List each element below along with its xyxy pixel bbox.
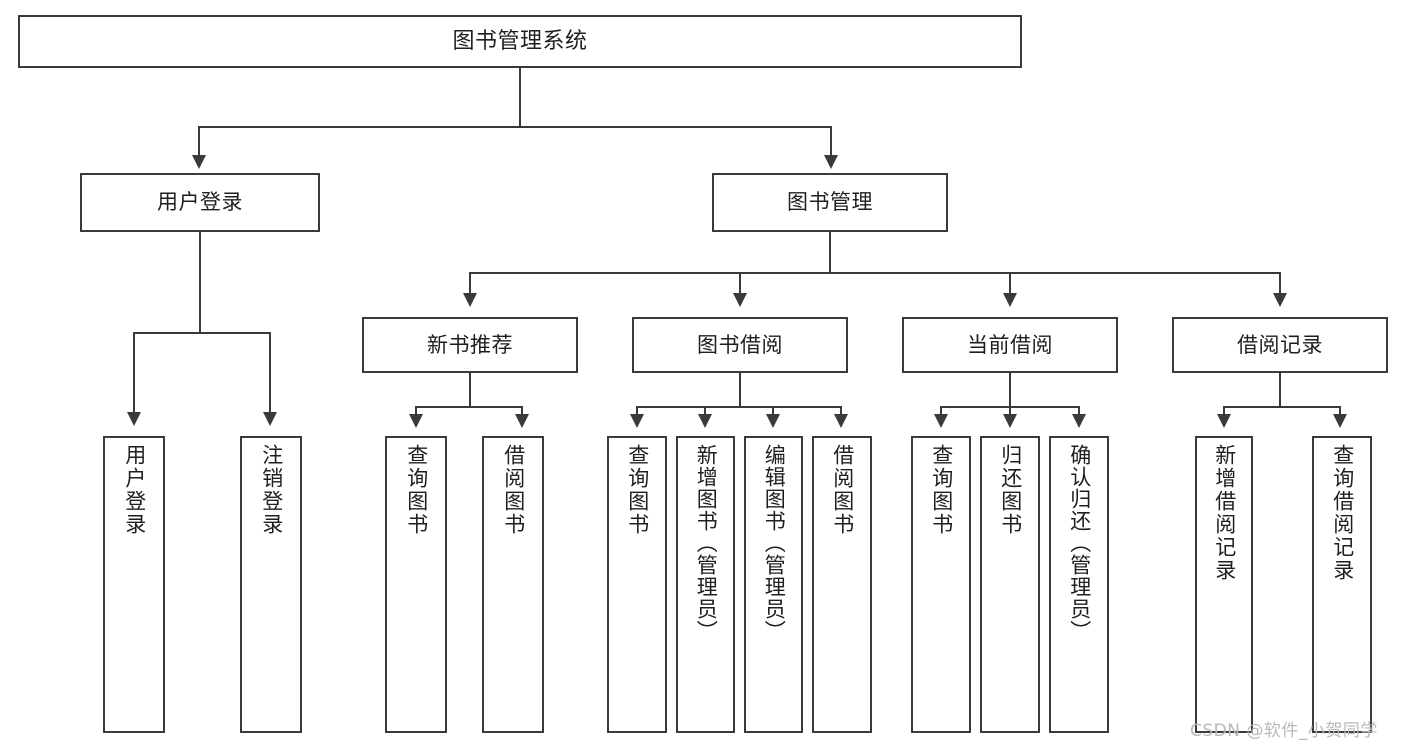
arrow-to-leaf-user-login <box>127 412 141 426</box>
connector-new-book-bus <box>415 406 523 408</box>
connector-new-book-stem <box>469 373 471 407</box>
leaf-record-add-label: 新增借阅记录 <box>1212 444 1237 582</box>
leaf-current-return-book-label: 归还图书 <box>998 444 1023 536</box>
leaf-newbook-query-book-label: 查询图书 <box>404 444 429 536</box>
node-book-borrow-label: 图书借阅 <box>697 332 783 357</box>
connector-level3-drop-3 <box>1009 272 1011 295</box>
leaf-current-return-book[interactable]: 归还图书 <box>980 436 1040 733</box>
arrow-to-leaf-newbook-borrow <box>515 414 529 428</box>
leaf-record-query-label: 查询借阅记录 <box>1330 444 1355 582</box>
arrow-to-leaf-current-return <box>1003 414 1017 428</box>
arrow-to-leaf-borrow-lend <box>834 414 848 428</box>
connector-user-login-bus <box>133 332 269 334</box>
connector-user-login-drop-2 <box>269 332 271 414</box>
arrow-to-leaf-borrow-add <box>698 414 712 428</box>
arrow-to-leaf-record-add <box>1217 414 1231 428</box>
leaf-borrow-add-book[interactable]: 新增图书（管理员） <box>676 436 735 733</box>
connector-current-borrow-drop-2 <box>1009 406 1011 416</box>
connector-borrow-record-drop-1 <box>1223 406 1225 416</box>
arrow-to-book-manage <box>824 155 838 169</box>
arrow-to-current-borrow <box>1003 293 1017 307</box>
node-borrow-record[interactable]: 借阅记录 <box>1172 317 1388 373</box>
leaf-logout-label: 注销登录 <box>259 444 284 536</box>
connector-root-stem <box>519 68 521 127</box>
leaf-current-confirm-return-label: 确认归还（管理员） <box>1067 444 1092 642</box>
connector-level2-bus <box>198 126 832 128</box>
connector-level3-drop-4 <box>1279 272 1281 295</box>
leaf-logout[interactable]: 注销登录 <box>240 436 302 733</box>
arrow-to-new-book <box>463 293 477 307</box>
leaf-borrow-lend-book-label: 借阅图书 <box>830 444 855 536</box>
node-borrow-record-label: 借阅记录 <box>1237 332 1323 357</box>
leaf-user-login-label: 用户登录 <box>122 444 147 536</box>
connector-level2-drop-right <box>830 126 832 157</box>
node-book-manage[interactable]: 图书管理 <box>712 173 948 232</box>
node-user-login[interactable]: 用户登录 <box>80 173 320 232</box>
node-current-borrow[interactable]: 当前借阅 <box>902 317 1118 373</box>
arrow-to-leaf-record-query <box>1333 414 1347 428</box>
arrow-to-leaf-current-query <box>934 414 948 428</box>
arrow-to-leaf-current-confirm <box>1072 414 1086 428</box>
arrow-to-leaf-borrow-edit <box>766 414 780 428</box>
connector-current-borrow-drop-1 <box>940 406 942 416</box>
leaf-newbook-borrow-book[interactable]: 借阅图书 <box>482 436 544 733</box>
connector-book-borrow-bus <box>636 406 842 408</box>
leaf-record-add[interactable]: 新增借阅记录 <box>1195 436 1253 733</box>
node-book-manage-label: 图书管理 <box>787 190 873 215</box>
node-user-login-label: 用户登录 <box>157 190 243 215</box>
connector-book-borrow-drop-1 <box>636 406 638 416</box>
connector-current-borrow-stem <box>1009 373 1011 407</box>
leaf-current-query-book-label: 查询图书 <box>929 444 954 536</box>
connector-book-borrow-drop-2 <box>704 406 706 416</box>
node-current-borrow-label: 当前借阅 <box>967 332 1053 357</box>
arrow-to-book-borrow <box>733 293 747 307</box>
node-root-system[interactable]: 图书管理系统 <box>18 15 1022 68</box>
connector-borrow-record-drop-2 <box>1339 406 1341 416</box>
connector-user-login-stem <box>199 232 201 333</box>
connector-new-book-drop-1 <box>415 406 417 416</box>
connector-book-manage-stem <box>829 232 831 273</box>
leaf-newbook-query-book[interactable]: 查询图书 <box>385 436 447 733</box>
connector-book-borrow-stem <box>739 373 741 407</box>
leaf-newbook-borrow-book-label: 借阅图书 <box>501 444 526 536</box>
connector-book-borrow-drop-4 <box>840 406 842 416</box>
arrow-to-leaf-borrow-query <box>630 414 644 428</box>
leaf-record-query[interactable]: 查询借阅记录 <box>1312 436 1372 733</box>
leaf-user-login[interactable]: 用户登录 <box>103 436 165 733</box>
connector-book-borrow-drop-3 <box>772 406 774 416</box>
connector-level3-drop-1 <box>469 272 471 295</box>
leaf-current-query-book[interactable]: 查询图书 <box>911 436 971 733</box>
leaf-borrow-edit-book-label: 编辑图书（管理员） <box>762 444 787 642</box>
arrow-to-leaf-newbook-query <box>409 414 423 428</box>
connector-level2-drop-left <box>198 126 200 157</box>
leaf-borrow-add-book-label: 新增图书（管理员） <box>694 444 719 642</box>
leaf-borrow-edit-book[interactable]: 编辑图书（管理员） <box>744 436 803 733</box>
arrow-to-user-login <box>192 155 206 169</box>
leaf-borrow-lend-book[interactable]: 借阅图书 <box>812 436 872 733</box>
leaf-borrow-query-book[interactable]: 查询图书 <box>607 436 667 733</box>
connector-level3-bus <box>469 272 1281 274</box>
connector-new-book-drop-2 <box>521 406 523 416</box>
connector-borrow-record-bus <box>1223 406 1341 408</box>
arrow-to-borrow-record <box>1273 293 1287 307</box>
leaf-current-confirm-return[interactable]: 确认归还（管理员） <box>1049 436 1109 733</box>
arrow-to-leaf-logout <box>263 412 277 426</box>
connector-current-borrow-drop-3 <box>1078 406 1080 416</box>
node-new-book-label: 新书推荐 <box>427 332 513 357</box>
connector-user-login-drop-1 <box>133 332 135 414</box>
node-root-label: 图书管理系统 <box>452 28 588 54</box>
connector-level3-drop-2 <box>739 272 741 295</box>
connector-borrow-record-stem <box>1279 373 1281 407</box>
leaf-borrow-query-book-label: 查询图书 <box>625 444 650 536</box>
node-book-borrow[interactable]: 图书借阅 <box>632 317 848 373</box>
node-new-book[interactable]: 新书推荐 <box>362 317 578 373</box>
